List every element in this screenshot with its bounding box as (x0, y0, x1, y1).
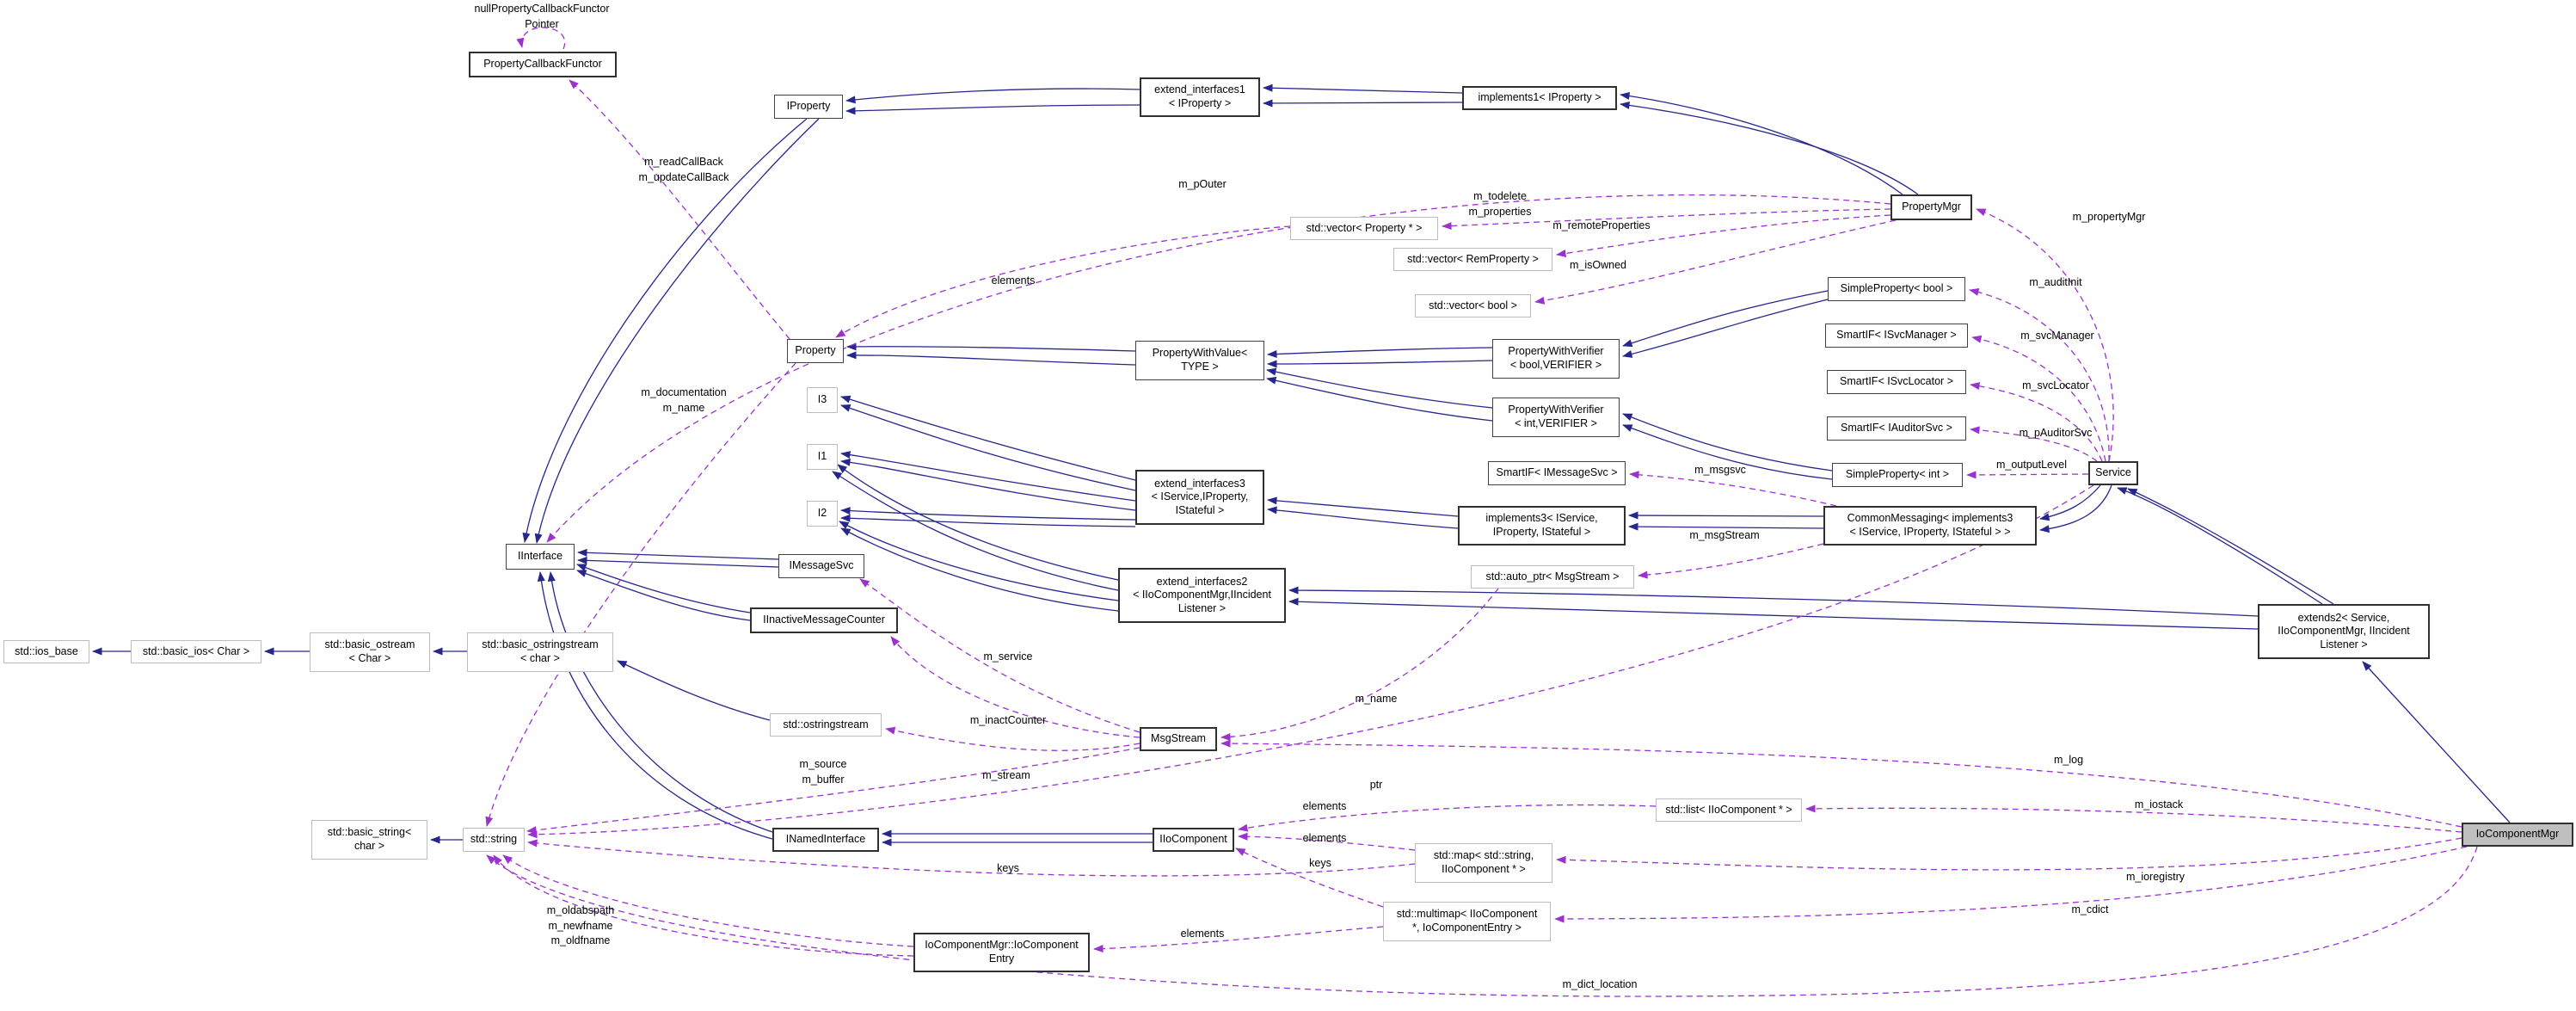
node-iiocomponent[interactable]: IIoComponent (1153, 828, 1234, 852)
node-property[interactable]: Property (787, 339, 844, 363)
edge-label-ptr: ptr (1369, 779, 1383, 791)
node-smartif-imessagesvc[interactable]: SmartIF< IMessageSvc > (1488, 461, 1626, 485)
edge-label-documentation-name: m_documentation m_name (641, 386, 727, 414)
node-propertywithverifier-int[interactable]: PropertyWithVerifier < int,VERIFIER > (1492, 398, 1620, 437)
edge-label-m-remoteproperties: m_remoteProperties (1552, 219, 1651, 231)
edge-label-m-cdict: m_cdict (2071, 903, 2109, 915)
edge-label-m-propertymgr: m_propertyMgr (2072, 211, 2146, 223)
edge-label-m-isowned: m_isOwned (1570, 259, 1626, 271)
edge-label-m-ioregistry: m_ioregistry (2125, 871, 2186, 883)
node-basic-ostringstream[interactable]: std::basic_ostringstream < char > (467, 632, 613, 672)
node-imessagesvc[interactable]: IMessageSvc (778, 554, 864, 578)
edge-label-m-pauditorsvc: m_pAuditorSvc (2019, 427, 2093, 439)
node-vector-bool[interactable]: std::vector< bool > (1415, 294, 1531, 317)
node-property-mgr[interactable]: PropertyMgr (1891, 194, 1972, 220)
node-implements1[interactable]: implements1< IProperty > (1462, 86, 1617, 110)
edge-label-keys-map: keys (997, 862, 1019, 874)
node-extend-interfaces1[interactable]: extend_interfaces1 < IProperty > (1140, 77, 1260, 117)
edge-label-elements-property: elements (991, 274, 1036, 287)
node-multimap-iiocomponent[interactable]: std::multimap< IIoComponent *, IoCompone… (1383, 902, 1551, 941)
edge-label-elements-map: elements (1302, 832, 1347, 844)
node-basic-ios[interactable]: std::basic_ios< Char > (131, 640, 261, 663)
node-propertywithverifier-bool[interactable]: PropertyWithVerifier < bool,VERIFIER > (1492, 339, 1620, 379)
edge-label-read-update-callback: m_readCallBack m_updateCallBack (638, 156, 729, 183)
node-iocomponententry[interactable]: IoComponentMgr::IoComponent Entry (913, 933, 1090, 972)
edge-label-m-stream: m_stream (982, 769, 1030, 781)
node-extends2[interactable]: extends2< Service, IIoComponentMgr, IInc… (2258, 604, 2430, 659)
node-propertywithvalue[interactable]: PropertyWithValue< TYPE > (1135, 341, 1264, 380)
node-implements3[interactable]: implements3< IService, IProperty, IState… (1458, 506, 1626, 546)
node-property-callback-functor[interactable]: PropertyCallbackFunctor (469, 52, 617, 77)
node-iproperty[interactable]: IProperty (774, 95, 843, 119)
node-std-string[interactable]: std::string (463, 828, 525, 852)
node-smartif-iauditorsvc[interactable]: SmartIF< IAuditorSvc > (1827, 416, 1966, 441)
node-smartif-isvclocator[interactable]: SmartIF< ISvcLocator > (1827, 370, 1966, 394)
node-basic-string[interactable]: std::basic_string< char > (311, 820, 427, 860)
edge-label-null-property-callback-functor-pointer: nullPropertyCallbackFunctor Pointer (474, 3, 610, 30)
edge-label-m-pouter: m_pOuter (1178, 178, 1227, 190)
edge-label-m-msgsvc: m_msgsvc (1694, 464, 1746, 476)
edge-label-source-buffer: m_source m_buffer (799, 758, 847, 786)
edge-label-m-msgstream: m_msgStream (1689, 529, 1760, 541)
edge-label-elements-entry: elements (1180, 928, 1225, 940)
edge-label-m-name-service: m_name (1355, 693, 1398, 705)
node-simpleproperty-int[interactable]: SimpleProperty< int > (1832, 463, 1963, 487)
node-list-iiocomponent[interactable]: std::list< IIoComponent * > (1656, 798, 1802, 822)
node-vector-remproperty[interactable]: std::vector< RemProperty > (1393, 248, 1552, 271)
edge-label-keys-multimap: keys (1309, 857, 1331, 869)
node-i1[interactable]: I1 (807, 444, 838, 470)
node-inamedinterface[interactable]: INamedInterface (772, 828, 879, 852)
edge-label-oldabspath-newfname-oldfname: m_oldabspath m_newfname m_oldfname (546, 904, 615, 946)
edge-label-m-svclocator: m_svcLocator (2022, 379, 2089, 391)
edge-label-m-auditinit: m_auditInit (2029, 276, 2082, 288)
node-map-string-iiocomponent[interactable]: std::map< std::string, IIoComponent * > (1415, 843, 1552, 883)
node-i3[interactable]: I3 (807, 387, 838, 413)
edge-label-m-svcmanager: m_svcManager (2020, 330, 2094, 342)
node-auto-ptr-msgstream[interactable]: std::auto_ptr< MsgStream > (1471, 565, 1634, 589)
edge-label-m-service: m_service (983, 650, 1033, 663)
node-commonmessaging[interactable]: CommonMessaging< implements3 < IService,… (1823, 506, 2037, 546)
edge-label-m-outputlevel: m_outputLevel (1995, 459, 2068, 471)
node-iinactivemessagecounter[interactable]: IInactiveMessageCounter (750, 607, 898, 633)
edge-label-m-log: m_log (2053, 754, 2084, 766)
node-i2[interactable]: I2 (807, 501, 838, 527)
node-ios-base[interactable]: std::ios_base (3, 640, 89, 663)
edge-label-m-iostack: m_iostack (2134, 798, 2184, 811)
node-vector-property[interactable]: std::vector< Property * > (1290, 217, 1438, 240)
node-extend-interfaces2[interactable]: extend_interfaces2 < IIoComponentMgr,IIn… (1118, 568, 1286, 623)
node-service[interactable]: Service (2088, 461, 2138, 485)
node-iocomponentmgr[interactable]: IoComponentMgr (2462, 823, 2573, 847)
node-extend-interfaces3[interactable]: extend_interfaces3 < IService,IProperty,… (1135, 470, 1264, 525)
edge-label-m-inactcounter: m_inactCounter (969, 714, 1047, 726)
edge-label-todelete-properties: m_todelete m_properties (1468, 190, 1532, 218)
edge-label-m-dict-location: m_dict_location (1562, 978, 1638, 990)
edge-label-elements-list: elements (1302, 800, 1347, 812)
node-basic-ostream[interactable]: std::basic_ostream < Char > (310, 632, 430, 672)
node-msgstream[interactable]: MsgStream (1140, 727, 1217, 751)
node-ostringstream[interactable]: std::ostringstream (770, 713, 882, 737)
node-simpleproperty-bool[interactable]: SimpleProperty< bool > (1828, 277, 1965, 301)
node-smartif-isvcmanager[interactable]: SmartIF< ISvcManager > (1825, 324, 1968, 348)
node-iinterface[interactable]: IInterface (506, 544, 575, 570)
